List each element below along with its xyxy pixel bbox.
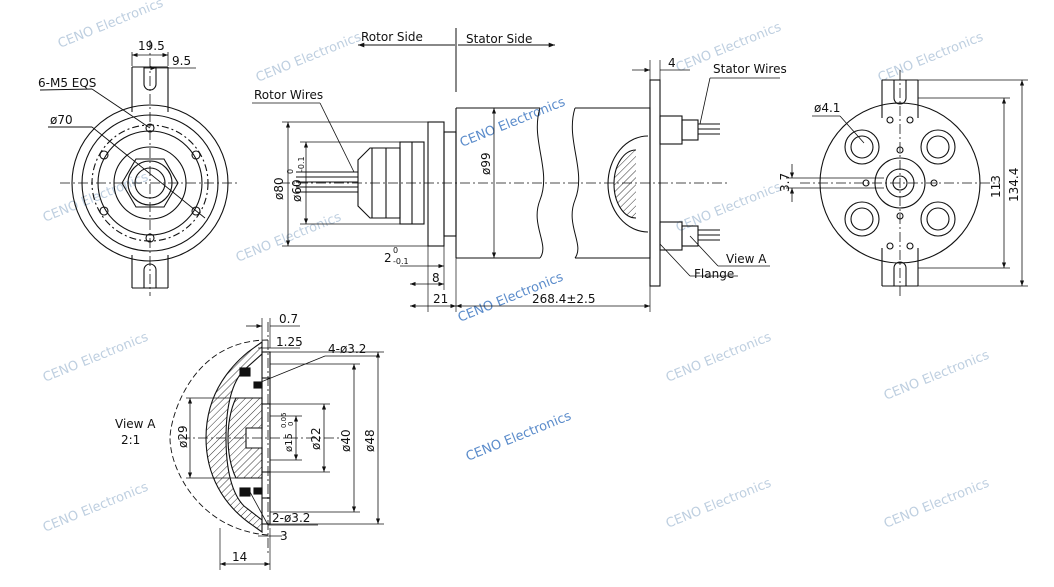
dim-1-25: 1.25 xyxy=(276,335,303,349)
watermark: CENO Electronics xyxy=(664,330,774,386)
dim-phi15-value: ø15 xyxy=(284,433,295,452)
dim-9-5: 9.5 xyxy=(172,54,191,68)
dim-21: 21 xyxy=(433,292,448,306)
view-a-scale: 2:1 xyxy=(121,433,140,447)
dim-113: 113 xyxy=(989,175,1003,198)
dim-3-7: 3.7 xyxy=(778,173,792,192)
label-view-a: View A xyxy=(726,252,767,266)
rotor-end-view xyxy=(39,40,240,296)
dim-phi4-1: ø4.1 xyxy=(814,101,840,115)
dim-2-phi3-2: 2-ø3.2 xyxy=(272,511,310,525)
label-stator-side: Stator Side xyxy=(466,32,532,46)
dim-2-tol-lower: -0.1 xyxy=(393,257,409,266)
view-a-detail xyxy=(169,318,384,570)
dim-phi15-tol-upper: 0.05 xyxy=(280,412,288,428)
watermark: CENO Electronics xyxy=(254,30,364,86)
watermarks: CENO Electronics CENO Electronics CENO E… xyxy=(41,0,992,536)
watermark: CENO Electronics xyxy=(882,348,992,404)
watermark: CENO Electronics xyxy=(664,476,774,532)
side-view xyxy=(252,28,780,312)
dim-4: 4 xyxy=(668,56,676,70)
watermark: CENO Electronics xyxy=(41,480,151,536)
dim-0-7: 0.7 xyxy=(279,312,298,326)
view-a-title: View A xyxy=(115,417,156,431)
dim-phi60-value: ø60 xyxy=(290,179,304,202)
dim-phi40: ø40 xyxy=(339,429,353,452)
label-rotor-side: Rotor Side xyxy=(361,30,423,44)
dim-3: 3 xyxy=(280,529,288,543)
dim-134-4: 134.4 xyxy=(1007,168,1021,202)
dim-phi60-tol-lower: -0.1 xyxy=(297,156,306,172)
label-stator-wires: Stator Wires xyxy=(713,62,787,76)
watermark: CENO Electronics xyxy=(458,95,568,151)
label-rotor-wires: Rotor Wires xyxy=(254,88,323,102)
dim-2: 2 0 -0.1 xyxy=(384,246,409,266)
dim-phi60-tol-upper: 0 xyxy=(286,169,295,174)
dim-8: 8 xyxy=(432,271,440,285)
dim-phi22: ø22 xyxy=(309,427,323,450)
dim-phi70: ø70 xyxy=(50,113,73,127)
dim-2-tol-upper: 0 xyxy=(393,246,398,255)
dim-phi80: ø80 xyxy=(272,177,286,200)
watermark: CENO Electronics xyxy=(41,330,151,386)
label-flange: Flange xyxy=(694,267,734,281)
dim-phi48: ø48 xyxy=(363,429,377,452)
dim-4-phi3-2: 4-ø3.2 xyxy=(328,342,366,356)
dim-phi99: ø99 xyxy=(479,152,493,175)
dim-phi29: ø29 xyxy=(176,425,190,448)
watermark: CENO Electronics xyxy=(464,409,574,465)
watermark: CENO Electronics xyxy=(876,30,986,86)
watermark: CENO Electronics xyxy=(882,476,992,532)
stator-end-view xyxy=(786,70,1028,298)
dim-2-value: 2 xyxy=(384,251,392,265)
label-m5-eqs: 6-M5 EQS xyxy=(38,76,96,90)
watermark: CENO Electronics xyxy=(674,180,784,236)
watermark: CENO Electronics xyxy=(234,210,344,266)
dim-268-4: 268.4±2.5 xyxy=(532,292,596,306)
dim-19-5: 19.5 xyxy=(138,39,165,53)
dim-phi15-tol-lower: 0 xyxy=(287,422,295,426)
dim-phi60: ø60 0 -0.1 xyxy=(286,156,306,202)
dim-phi15: ø15 0.05 0 xyxy=(280,412,295,452)
dim-14: 14 xyxy=(232,550,247,564)
